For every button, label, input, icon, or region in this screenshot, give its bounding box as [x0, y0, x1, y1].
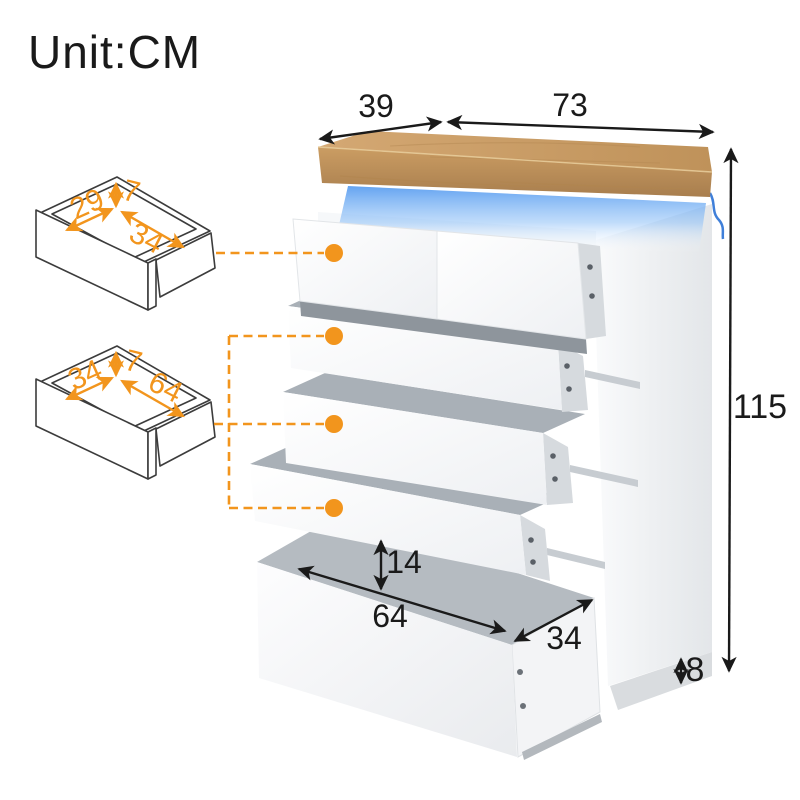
drawer4-front [250, 464, 526, 575]
large-drawer-side [155, 401, 216, 467]
top-row-gap-shadow [300, 301, 587, 354]
dim-arrow-top-width [446, 114, 715, 140]
diagram-arrows-orange [65, 181, 185, 418]
drawer1-screw [587, 264, 593, 270]
callout-dot [325, 415, 343, 433]
dim-arrow-top-depth [318, 116, 443, 145]
drawer3-slide-rail [570, 465, 638, 487]
drawer-row-1 [292, 218, 606, 340]
dim-label-top-depth: 39 [358, 88, 394, 124]
drawer4-slide-bracket [520, 515, 550, 581]
drawer3-slide-bracket [543, 433, 573, 505]
drawer3-screw [550, 453, 556, 459]
dimension-arrows-black [297, 114, 739, 685]
callout-dot [325, 327, 343, 345]
dim-arrow-bottom-drawer-depth [513, 598, 594, 643]
callout-dots [325, 244, 343, 517]
dim-arrow-overall-height [721, 147, 739, 673]
drawer2-screw [564, 363, 570, 369]
small-drawer-front-cap [147, 258, 157, 311]
large-drawer-width-arrow [120, 379, 185, 418]
drawer3-interior [283, 373, 585, 433]
wood-top-front-face [318, 147, 712, 197]
dim-label-overall-height: 115 [733, 388, 787, 426]
drawer4-slide-rail [547, 548, 605, 569]
small-drawer-side [155, 232, 216, 298]
drawer5-screw [520, 703, 526, 709]
drawer5-slide-rail [522, 714, 602, 760]
drawer-row-3 [283, 373, 638, 505]
unit-label: Unit:CM [28, 26, 201, 78]
drawer5-screw [517, 669, 523, 675]
callout-lines [214, 251, 324, 510]
dimension-labels-black: 39 73 115 14 64 34 8 [358, 87, 787, 689]
drawer2-front [288, 306, 562, 410]
large-drawer-depth-arrow [65, 376, 114, 401]
wood-edge-highlight [317, 146, 713, 173]
drawer4-screw [528, 537, 534, 543]
dim-label-top-width: 73 [552, 87, 588, 123]
cabinet-side-panel [593, 204, 712, 686]
drawer2-slide-bracket [558, 343, 588, 412]
wood-grain-lines [339, 175, 696, 190]
drawer-diagrams [35, 176, 216, 480]
drawer1-slide-bracket [578, 243, 606, 339]
drawer1-right-front [436, 230, 587, 340]
dim-arrow-bottom-drawer-width [297, 565, 507, 635]
drawer4-screw [530, 559, 536, 565]
small-drawer-depth-arrow [65, 207, 114, 232]
dim-label-bottom-drawer-width: 64 [372, 598, 408, 634]
drawer2-screw [566, 386, 572, 392]
callout-dot [325, 499, 343, 517]
dim-label-base-height: 8 [686, 651, 705, 689]
drawer2-slide-rail [585, 370, 640, 389]
callout-dot [325, 244, 343, 262]
drawer3-screw [552, 476, 558, 482]
dim-label-bottom-drawer-depth: 34 [546, 620, 582, 656]
small-drawer-width-arrow [120, 210, 185, 249]
drawer3-front [283, 392, 547, 505]
dim-label-bottom-drawer-height: 14 [386, 544, 422, 580]
cabinet-illustration [250, 131, 725, 760]
drawer1-screw [589, 293, 595, 299]
large-drawer-front-cap [147, 427, 157, 480]
